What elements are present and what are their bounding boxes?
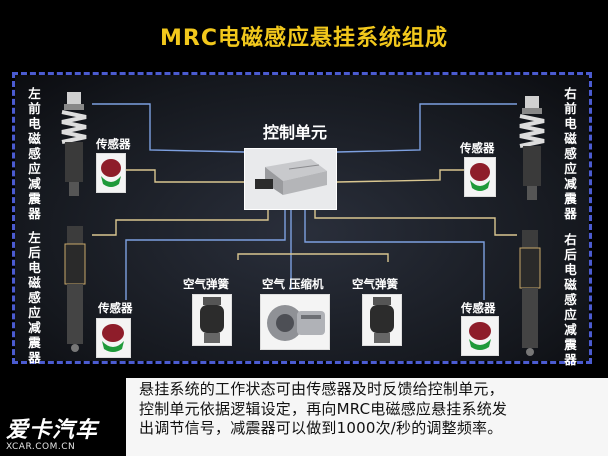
air-spring-left-box (192, 294, 232, 346)
sensor-rear-left-box (96, 318, 131, 358)
wire-front-left-damper (92, 103, 245, 153)
compressor-image (267, 305, 325, 341)
front-right-damper-image (519, 96, 545, 200)
sensor-rear-right-image (469, 322, 491, 350)
wire-rear-right-sensor (304, 210, 485, 300)
front-left-damper-label: 左前电磁感应减震器 (28, 86, 41, 221)
wire-rear-right-damper (314, 210, 517, 236)
sensor-rear-right-box (461, 316, 499, 356)
control-unit-box (244, 148, 337, 210)
sensor-rear-left-label: 传感器 (98, 301, 133, 315)
wire-front-right-damper (336, 103, 517, 153)
wire-rear-left-damper (92, 210, 269, 236)
system-frame (12, 72, 592, 364)
description-panel (126, 378, 608, 456)
watermark-sub: XCAR.COM.CN (6, 442, 76, 452)
compressor-box (260, 294, 330, 350)
rear-right-damper-image (519, 230, 541, 356)
description-line-2: 控制单元依据逻辑设定，再向MRC电磁感应悬挂系统发 (139, 399, 508, 418)
description-text: 悬挂系统的工作状态可由传感器及时反馈给控制单元， 控制单元依据逻辑设定，再向MR… (139, 380, 608, 439)
airline-left (237, 253, 330, 260)
diagram-title: MRC电磁感应悬挂系统组成 (160, 26, 448, 51)
air-spring-right-label: 空气弹簧 (352, 277, 398, 291)
sensor-front-right-box (464, 157, 496, 197)
air-spring-left-image (200, 297, 224, 343)
description-line-1: 悬挂系统的工作状态可由传感器及时反馈给控制单元， (139, 380, 504, 398)
control-unit-image (255, 159, 327, 195)
airline-right (330, 253, 389, 262)
sensor-rear-right-label: 传感器 (461, 301, 496, 315)
rear-left-damper-label: 左后电磁感应减震器 (28, 230, 41, 365)
sensor-front-right-image (470, 163, 490, 191)
sensor-front-left-image (101, 159, 121, 187)
sensor-front-left-label: 传感器 (96, 137, 131, 151)
air-spring-left-label: 空气弹簧 (183, 277, 229, 291)
rear-right-damper-label: 右后电磁感应减震器 (564, 232, 577, 367)
sensor-front-left-box (96, 153, 126, 193)
rear-left-damper-image (64, 226, 86, 352)
compressor-label: 空气 压缩机 (262, 277, 324, 291)
control-unit-label: 控制单元 (262, 123, 327, 142)
front-right-damper-label: 右前电磁感应减震器 (564, 86, 577, 221)
wire-rear-left-sensor (125, 210, 286, 300)
description-line-3: 出调节信号，减震器可以做到1000次/秒的调整频率。 (139, 419, 503, 437)
watermark-logo: 爱卡汽车 XCAR.COM.CN (6, 412, 98, 452)
wire-front-left-sensor (124, 169, 244, 183)
air-spring-right-image (370, 297, 394, 343)
air-spring-right-box (362, 294, 402, 346)
wire-front-right-sensor (336, 169, 465, 183)
watermark-main: 爱卡汽车 (6, 418, 99, 443)
front-left-damper-image (61, 92, 87, 196)
sensor-rear-left-image (102, 324, 124, 352)
sensor-front-right-label: 传感器 (460, 141, 495, 155)
